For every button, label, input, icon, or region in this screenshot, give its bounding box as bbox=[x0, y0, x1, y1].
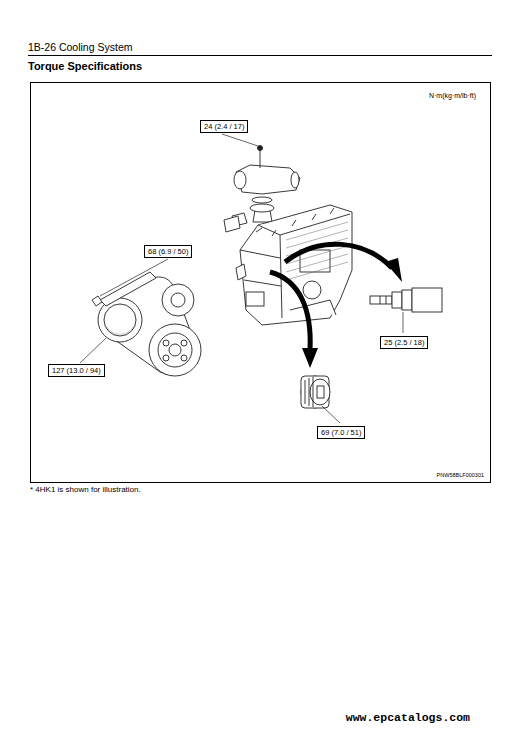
torque-value: 68 (6.9 / 50) bbox=[148, 247, 188, 256]
callout-box: 127 (13.0 / 94) bbox=[48, 364, 105, 377]
callout-box: 25 (2.5 / 18) bbox=[380, 336, 428, 349]
torque-value: 24 (2.4 / 17) bbox=[204, 122, 244, 131]
callout-box: 69 (7.0 / 51) bbox=[317, 426, 365, 439]
callout-box: 24 (2.4 / 17) bbox=[200, 120, 248, 133]
page-header: 1B-26 Cooling System bbox=[28, 41, 132, 53]
figure-code: PNW58BLF000301 bbox=[437, 472, 484, 478]
torque-value: 69 (7.0 / 51) bbox=[321, 428, 361, 437]
torque-value: 25 (2.5 / 18) bbox=[384, 338, 424, 347]
unit-note: N·m(kg·m/lb·ft) bbox=[429, 92, 476, 99]
footnote: * 4HK1 is shown for illustration. bbox=[30, 485, 141, 494]
section-title: Torque Specifications bbox=[28, 60, 142, 72]
torque-value: 127 (13.0 / 94) bbox=[52, 366, 101, 375]
watermark: www.epcatalogs.com bbox=[346, 711, 470, 724]
callout-box: 68 (6.9 / 50) bbox=[144, 245, 192, 258]
header-rule bbox=[28, 55, 492, 56]
